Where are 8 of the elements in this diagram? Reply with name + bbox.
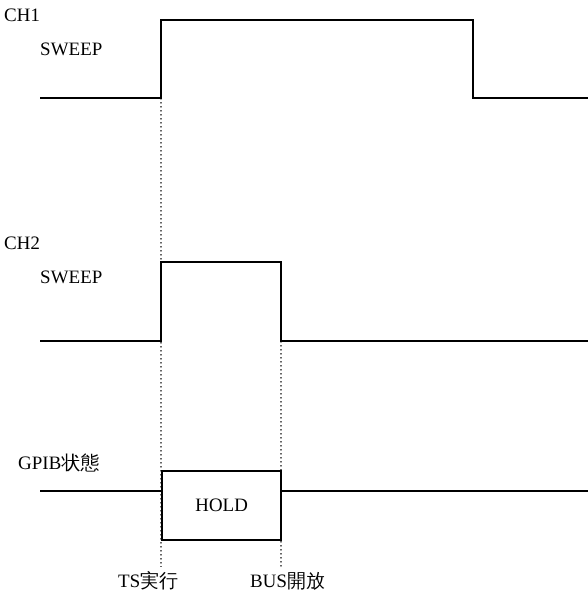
signal-name: CH1 [4, 6, 40, 25]
event-label: TS実行 [118, 572, 178, 591]
signal-name: CH2 [4, 234, 40, 253]
signal-name: SWEEP [40, 40, 102, 59]
signal-name: SWEEP [40, 268, 102, 287]
signal-name: GPIB状態 [18, 454, 100, 473]
state-box: HOLD [161, 470, 282, 541]
event-label: BUS開放 [250, 572, 325, 591]
